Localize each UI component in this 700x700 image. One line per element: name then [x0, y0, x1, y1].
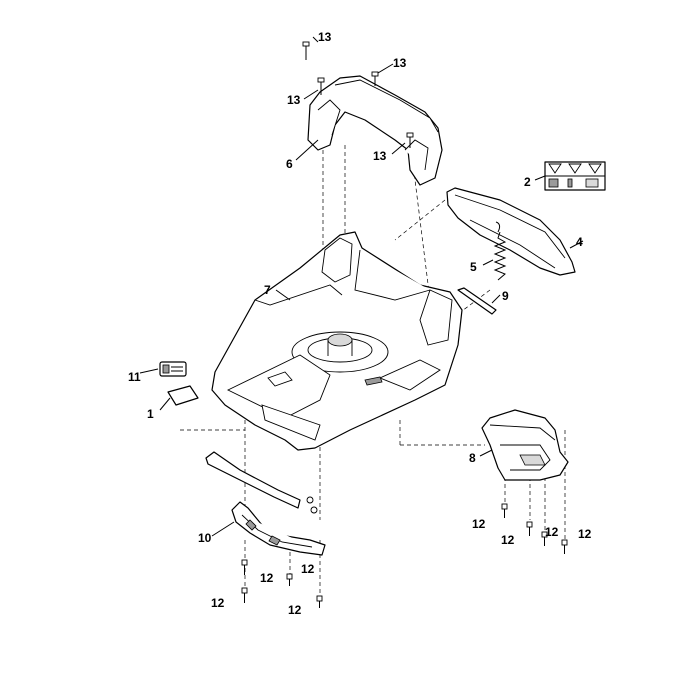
screw-12-b[interactable] — [526, 521, 533, 536]
screw-12-c[interactable] — [541, 531, 548, 546]
warning-triangle-icon — [568, 163, 582, 174]
screw-13-d[interactable] — [406, 132, 414, 148]
rod-part-9[interactable] — [457, 287, 497, 315]
deck-housing-part-7[interactable] — [211, 231, 463, 451]
screw-12-d[interactable] — [561, 539, 568, 554]
warning-label-part-2[interactable] — [544, 161, 606, 191]
callout-5: 5 — [470, 260, 477, 274]
callout-12: 12 — [578, 527, 592, 541]
screw-13-b[interactable] — [317, 77, 325, 95]
screw-12-g[interactable] — [241, 587, 248, 603]
callout-2: 2 — [524, 175, 531, 189]
callout-9: 9 — [502, 289, 509, 303]
screw-13-c[interactable] — [371, 71, 379, 86]
plate-part-1[interactable] — [167, 385, 199, 406]
side-discharge-part-8[interactable] — [481, 409, 569, 481]
label-part-11[interactable] — [159, 361, 187, 377]
screw-12-f[interactable] — [286, 573, 293, 586]
callout-8: 8 — [469, 451, 476, 465]
callout-12: 12 — [472, 517, 486, 531]
handle-bracket-part-6[interactable] — [307, 75, 443, 186]
warning-triangle-icon — [548, 163, 562, 174]
spring-part-5[interactable] — [493, 221, 507, 281]
callout-4: 4 — [576, 235, 583, 249]
front-bumper-part-10[interactable] — [231, 501, 326, 556]
callout-10: 10 — [198, 531, 212, 545]
callout-13: 13 — [318, 30, 332, 44]
callout-11: 11 — [128, 370, 141, 384]
screw-13-a[interactable] — [302, 41, 310, 60]
callout-7: 7 — [264, 283, 271, 297]
callout-12: 12 — [260, 571, 274, 585]
screw-12-a[interactable] — [501, 503, 508, 518]
callout-12: 12 — [211, 596, 225, 610]
callout-12: 12 — [288, 603, 302, 617]
warning-triangle-icon — [588, 163, 602, 174]
callout-13: 13 — [393, 56, 407, 70]
cable-shaft[interactable] — [205, 451, 318, 514]
callout-13: 13 — [373, 149, 387, 163]
callout-12: 12 — [545, 525, 559, 539]
screw-12-e[interactable] — [241, 559, 248, 575]
callout-12: 12 — [301, 562, 315, 576]
callout-13: 13 — [287, 93, 301, 107]
callout-leaders — [139, 36, 584, 537]
rear-flap-part-4[interactable] — [446, 187, 576, 276]
callout-6: 6 — [286, 157, 293, 171]
screw-12-h[interactable] — [316, 595, 323, 608]
callout-numbers: 1 2 4 5 6 7 8 9 10 11 12 12 12 12 12 12 … — [128, 30, 592, 617]
callout-12: 12 — [501, 533, 515, 547]
callout-1: 1 — [147, 407, 154, 421]
